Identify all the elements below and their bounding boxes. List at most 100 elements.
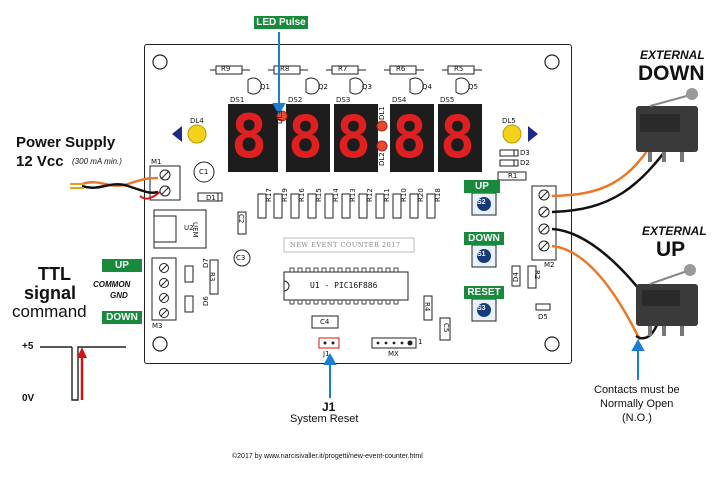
btn-down-label: DOWN (464, 232, 504, 245)
digit-ds5: 8 (440, 103, 475, 171)
btn-reset-label: RESET (464, 286, 504, 299)
title-plate-text: NEW EVENT COUNTER 2017 (290, 241, 401, 249)
led-dl4 (187, 124, 207, 144)
label-c5: C5 (442, 323, 450, 333)
label-r1: R1 (508, 172, 518, 180)
label-d6: D6 (202, 296, 210, 306)
label-r19: R19 (281, 188, 289, 202)
label-r5: R5 (454, 65, 464, 73)
mcu-label: U1 - PIC16F886 (310, 281, 378, 290)
label-m3: M3 (152, 322, 163, 330)
label-r13: R13 (349, 188, 357, 202)
label-j1-board: J1 (323, 350, 330, 358)
label-d3: D3 (520, 149, 530, 157)
label-mx-pin1: 1 (418, 338, 423, 346)
ext-up-title-1: EXTERNAL (642, 224, 707, 238)
power-supply-note: (300 mA min.) (72, 157, 122, 166)
label-dl3: DL3 (276, 110, 284, 124)
microswitch-up (636, 264, 698, 336)
ttl-title-2: signal (24, 283, 77, 303)
label-r16: R16 (298, 188, 306, 202)
title-plate (283, 237, 415, 253)
display-ds2 (286, 104, 330, 172)
ext-down-title-2: DOWN (638, 62, 705, 85)
label-c1: C1 (199, 168, 209, 176)
label-m1: M1 (151, 158, 162, 166)
ext-up-title-2: UP (656, 238, 686, 261)
label-c4: C4 (320, 318, 330, 326)
label-r11: R11 (383, 188, 391, 202)
label-r9: R9 (221, 65, 231, 73)
btn-up-label: UP (464, 180, 500, 193)
label-r15: R15 (315, 188, 323, 202)
label-dl1: DL1 (378, 106, 386, 120)
label-q4: Q4 (422, 83, 432, 91)
led-dl2 (376, 140, 388, 152)
label-d2: D2 (520, 159, 530, 167)
display-ds3 (334, 104, 378, 172)
label-r14: R14 (332, 188, 340, 202)
label-ds4: DS4 (392, 96, 407, 104)
label-s1: S1 (477, 251, 486, 258)
label-r12: R12 (366, 188, 374, 202)
label-r17: R17 (265, 188, 273, 202)
label-uem: UEM (191, 222, 199, 238)
label-dl4: DL4 (190, 117, 204, 125)
label-q1: Q1 (260, 83, 270, 91)
label-ds1: DS1 (230, 96, 245, 104)
contacts-note-2: Normally Open (600, 398, 674, 410)
mount-hole-tr (544, 54, 560, 70)
led-pulse-label: LED Pulse (254, 16, 308, 29)
label-r8: R8 (280, 65, 290, 73)
pcb-board (144, 44, 572, 364)
label-r10: R10 (400, 188, 408, 202)
mount-hole-br (544, 336, 560, 352)
arrow-right-icon (528, 126, 538, 142)
label-d4: D4 (512, 272, 520, 282)
label-r18: R18 (434, 188, 442, 202)
contacts-note-1: Contacts must be (594, 384, 680, 396)
common-gnd-2: GND (110, 291, 128, 300)
label-dl5: DL5 (502, 117, 516, 125)
j1-subtitle: System Reset (290, 413, 359, 425)
label-q3: Q3 (362, 83, 372, 91)
label-m2: M2 (544, 261, 555, 269)
label-dl2: DL2 (378, 152, 386, 166)
mount-hole-tl (152, 54, 168, 70)
mount-hole-bl (152, 336, 168, 352)
power-supply-title: Power Supply (16, 134, 116, 151)
digit-ds1: 8 (231, 102, 268, 172)
digit-ds4: 8 (392, 103, 427, 171)
led-dl1 (376, 120, 388, 132)
led-dl5 (502, 124, 522, 144)
label-q2: Q2 (318, 83, 328, 91)
label-s2: S2 (477, 199, 486, 206)
contacts-note-3: (N.O.) (622, 412, 652, 424)
digit-ds3: 8 (336, 103, 371, 171)
display-ds1 (228, 104, 278, 172)
label-d7: D7 (202, 258, 210, 268)
ttl-down-label: DOWN (102, 311, 142, 324)
label-c3: C3 (236, 254, 246, 262)
digit-ds2: 8 (288, 103, 323, 171)
label-d1: D1 (206, 194, 216, 202)
label-r2: R2 (533, 270, 541, 280)
label-s3: S3 (477, 305, 486, 312)
j1-title: J1 (322, 400, 336, 414)
label-r20: R20 (417, 188, 425, 202)
label-q5: Q5 (468, 83, 478, 91)
arrow-left-icon (172, 126, 182, 142)
label-u2: U2 (184, 224, 194, 232)
ttl-0v: 0V (22, 393, 35, 404)
label-r6: R6 (396, 65, 406, 73)
ttl-up-label: UP (102, 259, 142, 272)
ttl-title-1: TTL (38, 264, 71, 284)
label-r7: R7 (338, 65, 348, 73)
ext-down-title-1: EXTERNAL (640, 48, 705, 62)
common-gnd-1: COMMON (93, 280, 131, 289)
label-c2: C2 (237, 214, 245, 224)
label-ds3: DS3 (336, 96, 351, 104)
mcu-ic (283, 271, 409, 301)
label-ds5: DS5 (440, 96, 455, 104)
